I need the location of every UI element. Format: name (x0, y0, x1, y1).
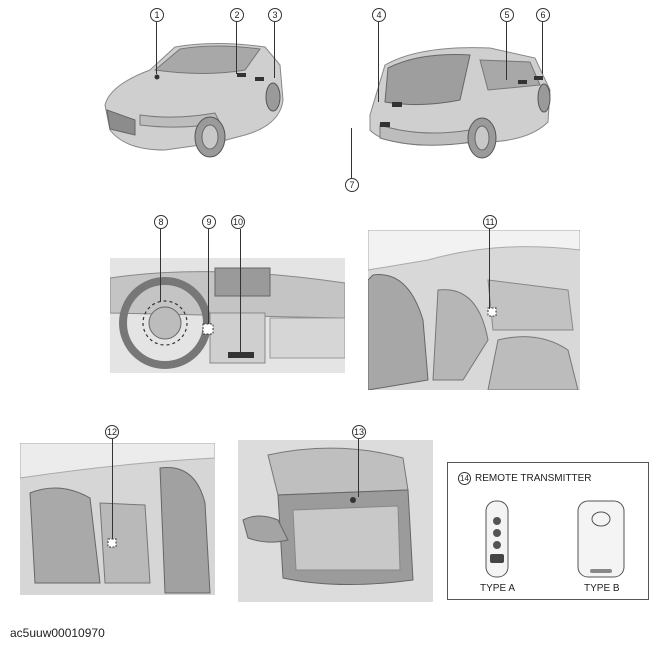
callout-5: 5 (500, 8, 514, 22)
callout-10: 10 (231, 215, 245, 229)
callout-6: 6 (536, 8, 550, 22)
leader-line-3 (274, 22, 275, 78)
leader-line-9 (208, 229, 209, 324)
callout-13: 13 (352, 425, 366, 439)
leader-line-1 (156, 22, 157, 74)
callout-1: 1 (150, 8, 164, 22)
leader-line-13 (358, 439, 359, 497)
remote-type-b-icon (577, 500, 625, 578)
leader-line-4 (378, 22, 379, 102)
callout-12: 12 (105, 425, 119, 439)
figure-code: ac5uuw00010970 (10, 626, 105, 640)
remote-transmitter-title: 14 REMOTE TRANSMITTER (458, 472, 591, 485)
callout-11: 11 (483, 215, 497, 229)
rear-exterior-illustration (360, 30, 560, 170)
callout-3: 3 (268, 8, 282, 22)
rear-seats-illustration (20, 443, 215, 595)
leader-line-7 (351, 128, 352, 178)
leader-line-10 (240, 229, 241, 352)
callout-4: 4 (372, 8, 386, 22)
type-a-label: TYPE A (480, 583, 516, 594)
leader-line-8 (160, 229, 161, 302)
dashboard-illustration (110, 258, 345, 373)
callout-9: 9 (202, 215, 216, 229)
type-b-label: TYPE B (584, 583, 620, 594)
remote-transmitter-box: 14 REMOTE TRANSMITTER TYPE A TYPE B (447, 462, 649, 600)
callout-14: 14 (458, 472, 471, 485)
remote-title-text: REMOTE TRANSMITTER (475, 473, 592, 484)
cargo-area-illustration (238, 440, 433, 602)
callout-7: 7 (345, 178, 359, 192)
callout-8: 8 (154, 215, 168, 229)
front-cabin-illustration (368, 230, 580, 390)
leader-line-5 (506, 22, 507, 80)
leader-line-6 (542, 22, 543, 74)
leader-line-2 (236, 22, 237, 74)
leader-line-11 (489, 229, 490, 309)
remote-type-a-icon (485, 500, 509, 578)
front-exterior-illustration (95, 25, 290, 165)
leader-line-12 (112, 439, 113, 539)
callout-2: 2 (230, 8, 244, 22)
